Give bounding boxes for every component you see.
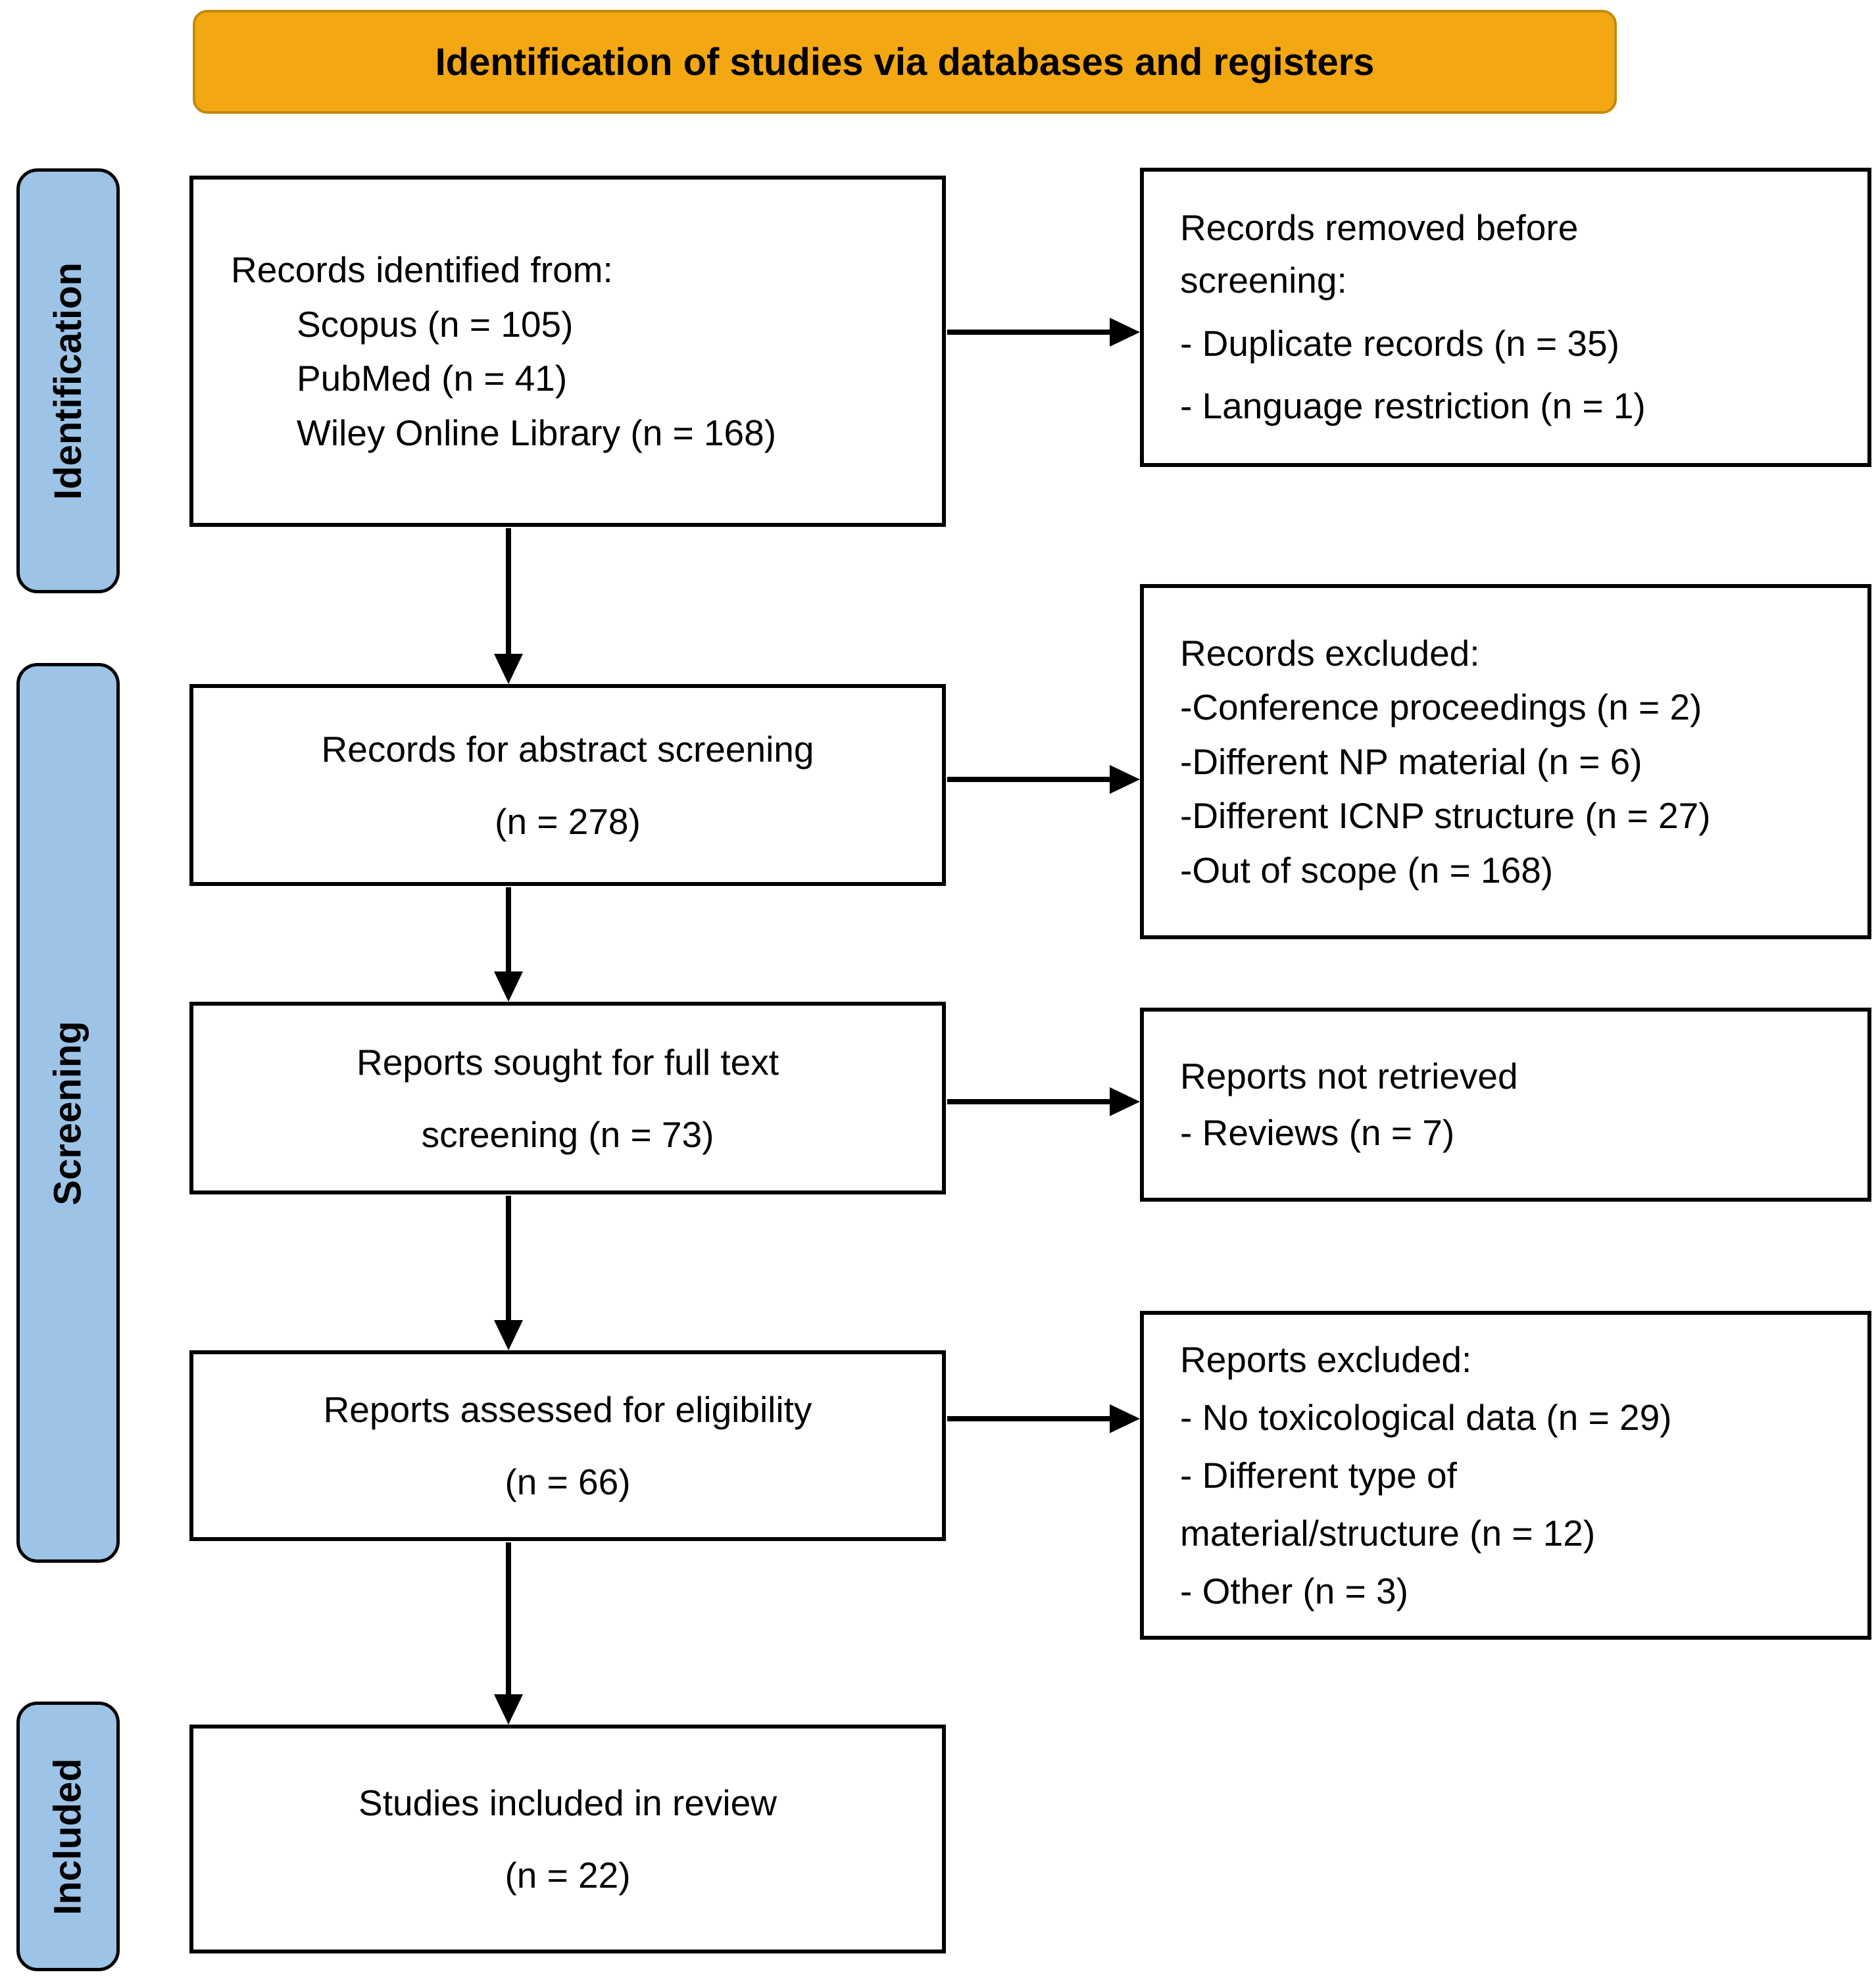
arrow-shaft [506,1542,511,1694]
reports-excluded-item-material-structure: material/structure (n = 12) [1180,1513,1596,1554]
box-eligibility-line1: Reports assessed for eligibility [323,1389,812,1430]
reports-excluded-item-other: - Other (n = 3) [1180,1571,1408,1611]
box-records-identified: Records identified from: Scopus (n = 105… [189,176,946,527]
box-records-identified-title: Records identified from: [231,249,613,290]
reports-excluded-item-no-tox-data: - No toxicological data (n = 29) [1180,1397,1672,1438]
arrow-head [1110,318,1140,347]
arrow-right-icon [947,318,1140,347]
box-records-removed-title-line2: screening: [1180,259,1347,301]
box-eligibility-count: (n = 66) [505,1461,631,1502]
arrow-down-icon [494,1196,523,1350]
arrow-shaft [506,887,511,971]
arrow-shaft [506,528,511,654]
arrow-shaft [947,777,1110,782]
box-records-excluded: Records excluded: -Conference proceeding… [1140,584,1871,939]
source-scopus: Scopus (n = 105) [297,303,574,345]
records-excluded-item-np-material: -Different NP material (n = 6) [1180,741,1642,782]
box-records-removed: Records removed before screening: - Dupl… [1140,168,1871,467]
stage-label-screening: Screening [16,663,120,1563]
records-excluded-item-conference: -Conference proceedings (n = 2) [1180,687,1702,728]
stage-label-identification-text: Identification [47,262,90,500]
box-fulltext-screening: Reports sought for full text screening (… [189,1002,946,1194]
arrow-head [494,654,523,684]
records-excluded-item-out-of-scope: -Out of scope (n = 168) [1180,849,1554,891]
source-wiley: Wiley Online Library (n = 168) [297,412,777,453]
box-reports-not-retrieved-title: Reports not retrieved [1180,1056,1518,1097]
box-eligibility: Reports assessed for eligibility (n = 66… [189,1350,946,1541]
diagram-title: Identification of studies via databases … [435,40,1375,84]
arrow-right-icon [947,1404,1140,1433]
stage-label-included-text: Included [47,1757,89,1915]
box-studies-included-count: (n = 22) [505,1855,631,1896]
box-fulltext-screening-line2: screening (n = 73) [421,1114,714,1155]
arrow-down-icon [494,1542,523,1725]
stage-label-identification: Identification [16,168,120,593]
box-abstract-screening-count: (n = 278) [495,800,641,842]
arrow-head [1110,1404,1140,1433]
box-reports-excluded-title: Reports excluded: [1180,1339,1472,1380]
arrow-right-icon [947,1087,1140,1116]
arrow-head [494,1694,523,1725]
box-studies-included-line1: Studies included in review [358,1782,777,1823]
box-abstract-screening-line1: Records for abstract screening [321,728,814,770]
arrow-shaft [506,1196,511,1320]
arrow-shaft [947,1416,1110,1421]
box-abstract-screening: Records for abstract screening (n = 278) [189,684,946,886]
diagram-title-banner: Identification of studies via databases … [193,10,1617,114]
arrow-head [494,1320,523,1350]
stage-label-screening-text: Screening [47,1020,89,1206]
stage-label-included: Included [16,1702,120,1971]
box-records-removed-title-line1: Records removed before [1180,207,1579,248]
box-fulltext-screening-line1: Reports sought for full text [357,1041,779,1083]
arrow-shaft [947,1099,1110,1104]
removed-item-duplicates: - Duplicate records (n = 35) [1180,322,1619,364]
reports-excluded-item-different-type: - Different type of [1180,1455,1457,1496]
arrow-head [494,971,523,1002]
arrow-shaft [947,330,1110,335]
arrow-down-icon [494,887,523,1002]
arrow-right-icon [947,765,1140,794]
removed-item-language: - Language restriction (n = 1) [1180,385,1646,427]
box-reports-excluded: Reports excluded: - No toxicological dat… [1140,1311,1871,1640]
box-records-excluded-title: Records excluded: [1180,632,1480,674]
box-studies-included: Studies included in review (n = 22) [189,1725,946,1953]
arrow-head [1110,1087,1140,1116]
arrow-head [1110,765,1140,794]
arrow-down-icon [494,528,523,684]
not-retrieved-item-reviews: - Reviews (n = 7) [1180,1112,1455,1153]
box-reports-not-retrieved: Reports not retrieved - Reviews (n = 7) [1140,1008,1871,1202]
source-pubmed: PubMed (n = 41) [297,358,568,399]
records-excluded-item-icnp-structure: -Different ICNP structure (n = 27) [1180,795,1711,837]
